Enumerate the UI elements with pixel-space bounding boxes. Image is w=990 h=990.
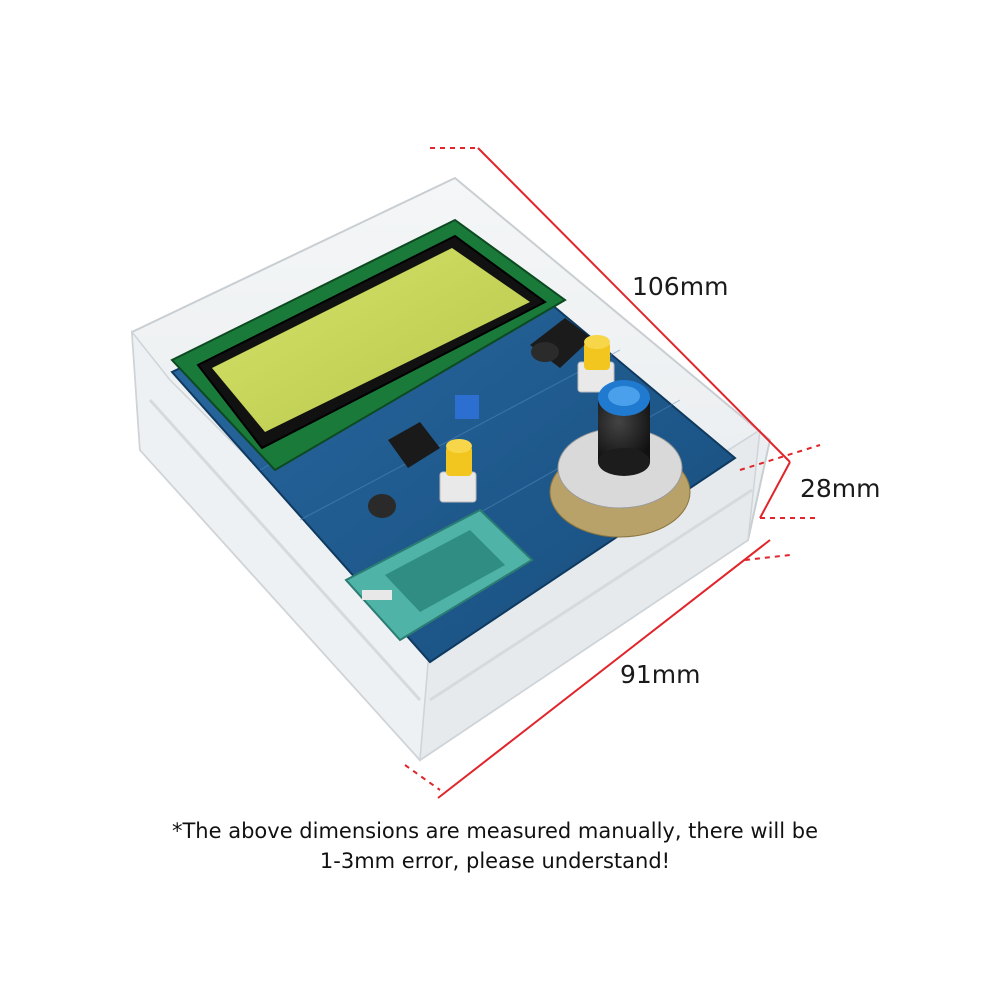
length-dimension-line [477, 147, 791, 463]
length-label: 106mm [632, 272, 729, 301]
zif-socket [344, 508, 534, 642]
width-dimension-line [437, 539, 771, 799]
height-label: 28mm [800, 474, 881, 503]
dimension-lines [404, 147, 821, 799]
lcd-display [170, 218, 567, 472]
width-label: 91mm [620, 660, 701, 689]
dc-power-jack [530, 318, 592, 368]
note-line-2: 1-3mm error, please understand! [319, 849, 671, 873]
note-line-1: *The above dimensions are measured manua… [171, 819, 819, 843]
ic-chip [388, 422, 440, 468]
rotary-switch-knob [549, 380, 691, 538]
height-dimension-line [759, 461, 791, 519]
test-button-2 [439, 439, 477, 503]
test-button-1 [577, 335, 615, 393]
trimmer-potentiometer [455, 395, 479, 419]
inductor [368, 494, 396, 518]
measurement-note: *The above dimensions are measured manua… [60, 816, 930, 876]
